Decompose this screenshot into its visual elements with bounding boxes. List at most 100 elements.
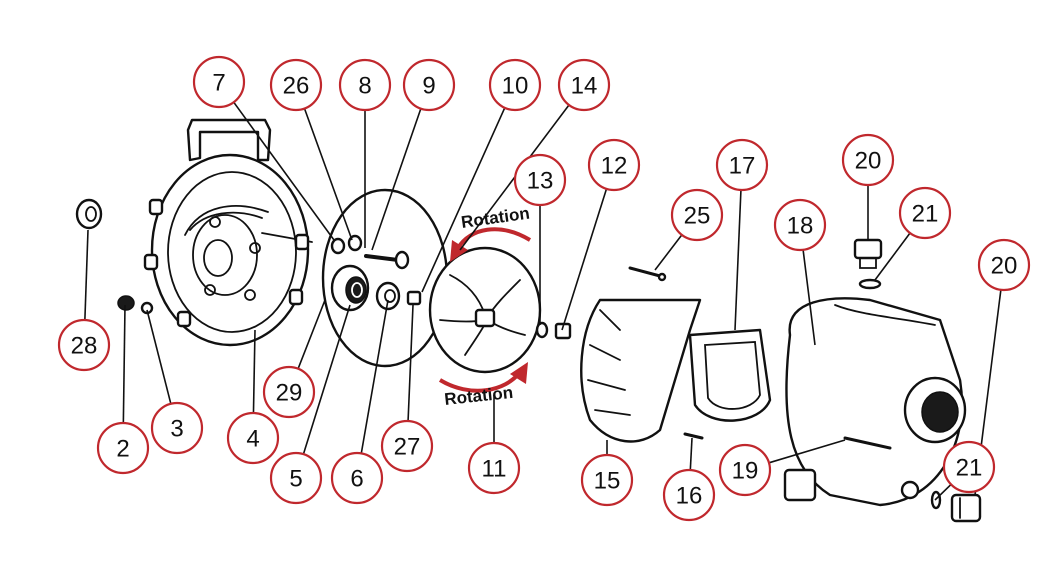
callout-circle — [226, 411, 280, 465]
callout-number: 15 — [594, 468, 621, 495]
callout-number: 7 — [212, 70, 225, 97]
leader-line-12 — [561, 188, 608, 331]
part-28-bushing — [75, 198, 103, 230]
callout-11: 11 — [467, 441, 521, 495]
callout-circle — [262, 365, 316, 419]
callout-circle — [718, 443, 772, 497]
callout-circle — [557, 58, 611, 112]
part-2-plug — [117, 295, 135, 311]
callout-circle — [150, 401, 204, 455]
leader-line-26 — [303, 108, 353, 241]
leader-line-4 — [252, 329, 256, 414]
callout-circle — [402, 58, 456, 112]
callout-6: 6 — [330, 451, 384, 505]
callout-circle — [338, 58, 392, 112]
callout-circle — [513, 153, 567, 207]
callout-number: 4 — [246, 426, 259, 453]
callout-number: 13 — [527, 168, 554, 195]
part-8-bolt — [364, 250, 410, 270]
callout-number: 21 — [912, 201, 939, 228]
callout-number: 3 — [170, 416, 183, 443]
callout-number: 14 — [571, 73, 598, 100]
callout-circle — [942, 440, 996, 494]
callout-number: 26 — [283, 73, 310, 100]
callout-number: 21 — [956, 455, 983, 482]
leader-line-21 — [934, 483, 952, 501]
leader-line-27 — [407, 304, 414, 422]
callout-10: 10 — [488, 58, 542, 112]
callout-circle — [57, 318, 111, 372]
callout-25: 25 — [670, 188, 724, 242]
callout-number: 8 — [358, 73, 371, 100]
callout-28: 28 — [57, 318, 111, 372]
callout-16: 16 — [662, 468, 716, 522]
part-18-rear-casing — [783, 297, 967, 507]
callout-7: 7 — [192, 55, 246, 109]
part-27-nut — [406, 290, 422, 306]
callout-circle — [670, 188, 724, 242]
callout-number: 9 — [422, 73, 435, 100]
part-12-bolt — [554, 322, 572, 340]
part-15-adapter — [580, 298, 702, 443]
callout-20: 20 — [977, 238, 1031, 292]
callout-number: 25 — [684, 203, 711, 230]
callout-17: 17 — [715, 138, 769, 192]
callout-3: 3 — [150, 401, 204, 455]
leader-line-29 — [297, 299, 326, 370]
callout-14: 14 — [557, 58, 611, 112]
leader-line-2 — [122, 304, 126, 424]
callout-number: 19 — [732, 458, 759, 485]
callout-circle — [269, 451, 323, 505]
leader-line-19 — [768, 439, 846, 464]
callout-circle — [977, 238, 1031, 292]
callout-circle — [662, 468, 716, 522]
callout-circle — [841, 133, 895, 187]
callout-circle — [96, 421, 150, 475]
leader-line-6 — [360, 299, 389, 454]
callout-15: 15 — [580, 453, 634, 507]
leader-line-10 — [421, 107, 506, 293]
part-11-impeller — [428, 246, 542, 374]
callout-circle — [488, 58, 542, 112]
callout-27: 27 — [380, 419, 434, 473]
part-13-washer — [535, 321, 549, 339]
part-7-ring — [330, 237, 346, 255]
part-19-bolt — [843, 436, 892, 450]
leader-line-25 — [654, 234, 683, 271]
callout-number: 2 — [116, 436, 129, 463]
leader-line-18 — [802, 249, 816, 346]
callout-18: 18 — [773, 198, 827, 252]
callout-number: 12 — [601, 153, 628, 180]
leader-line-21 — [874, 232, 911, 281]
callout-number: 27 — [394, 434, 421, 461]
leader-line-17 — [734, 189, 742, 331]
part-21-oring-top — [858, 278, 882, 290]
callout-number: 29 — [276, 380, 303, 407]
callout-9: 9 — [402, 58, 456, 112]
callout-circle — [269, 58, 323, 112]
callout-12: 12 — [587, 138, 641, 192]
part-25-screw — [628, 266, 667, 282]
callout-5: 5 — [269, 451, 323, 505]
callout-circle — [192, 55, 246, 109]
callout-circle — [587, 138, 641, 192]
callout-26: 26 — [269, 58, 323, 112]
callout-number: 28 — [71, 333, 98, 360]
callout-21: 21 — [898, 186, 952, 240]
callout-number: 17 — [729, 153, 756, 180]
callout-number: 11 — [482, 456, 507, 483]
callout-number: 16 — [676, 483, 703, 510]
callout-number: 18 — [787, 213, 814, 240]
part-6-seal-seat — [375, 281, 401, 311]
part-16-screw — [683, 432, 704, 440]
callout-20: 20 — [841, 133, 895, 187]
callout-number: 20 — [991, 253, 1018, 280]
callout-29: 29 — [262, 365, 316, 419]
callout-circle — [380, 419, 434, 473]
callout-8: 8 — [338, 58, 392, 112]
part-17-gasket — [688, 328, 772, 422]
callout-19: 19 — [718, 443, 772, 497]
part-4-front-housing — [143, 118, 313, 347]
